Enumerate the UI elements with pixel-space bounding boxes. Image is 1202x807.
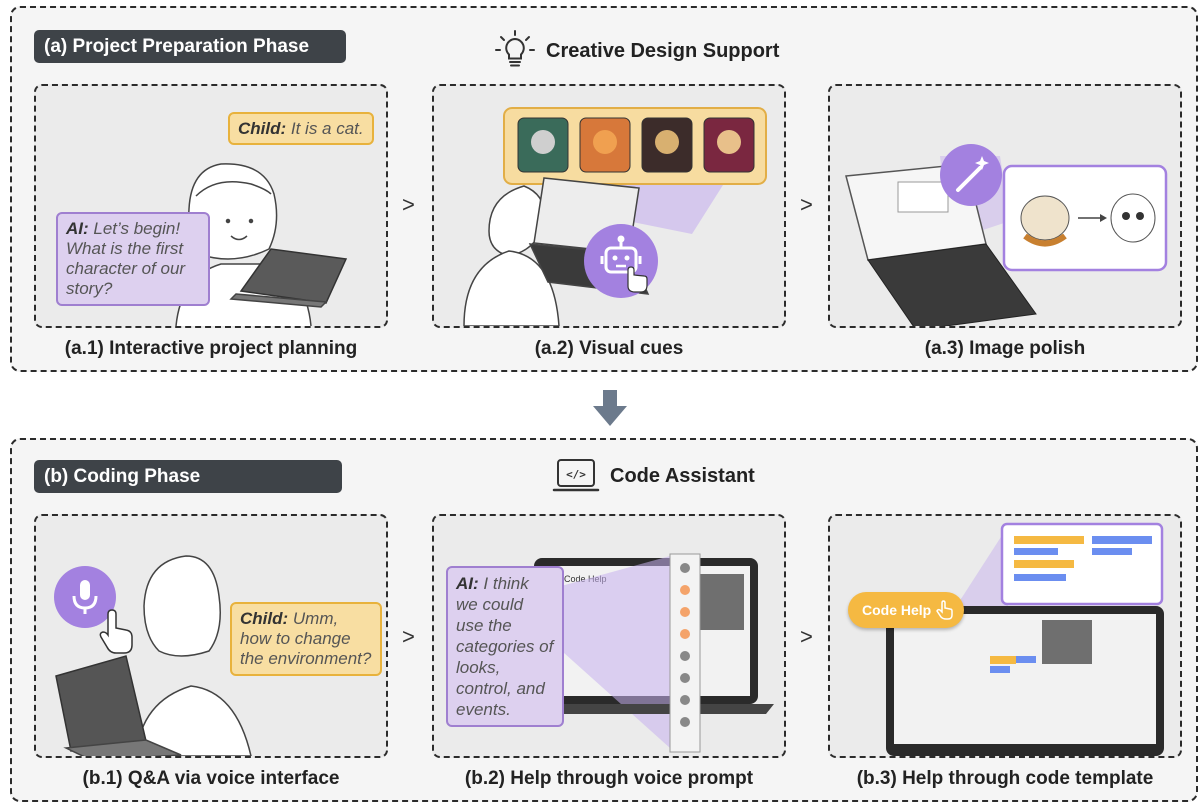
arrow-right-icon: > [402,192,415,217]
caption-a3: (a.3) Image polish [924,338,1086,359]
microphone-icon [54,566,116,628]
project-preparation-phase: (a) Project Preparation Phase Creative D… [10,6,1198,372]
child-voice-illustration [55,555,252,756]
panel-help-code-template: Code Help [828,514,1182,758]
coding-phase: (b) Coding Phase </> Code Assistant [10,438,1198,802]
support-label: Code Assistant [610,464,755,487]
caption-b1: (b.1) Q&A via voice interface [82,768,340,789]
panel-help-voice-prompt: Code Help AI: I think we could use the c… [432,514,786,758]
code-help-button[interactable]: Code Help [848,592,964,628]
arrow-down-icon [593,390,627,426]
ai-text: Let’s begin! What is the first character… [66,219,186,298]
magic-wand-icon [940,144,1002,206]
panel-image-polish [828,84,1182,328]
stage-preview [692,574,744,630]
code-help-label: Code Help [862,602,932,618]
child-label: Child: [240,609,289,628]
caption-a2: (a.2) Visual cues [534,338,684,359]
voice-prompt-overlay [524,553,774,753]
code-assistant-header: </> Code Assistant [552,458,755,494]
tap-hand-icon [936,600,953,620]
caption-b2: (b.2) Help through voice prompt [464,768,754,789]
ai-speech-bubble: AI: I think we could use the categories … [446,566,564,727]
robot-icon [584,224,658,298]
caption-a1: (a.1) Interactive project planning [64,338,358,359]
ai-label: AI: [456,574,479,593]
child-text: It is a cat. [286,119,364,138]
code-template-illustration [886,522,1164,756]
pointing-hand-icon [99,609,133,654]
phase-a-title: (a) Project Preparation Phase [34,30,346,63]
visual-cues-illustration [463,107,767,326]
support-label: Creative Design Support [546,39,780,62]
caption-b3: (b.3) Help through code template [856,768,1154,789]
child-speech-bubble: Child: Umm, how to change the environmen… [230,602,382,676]
arrow-right-icon: > [402,624,415,649]
child-text: Umm, how to change the environment? [240,609,372,668]
image-polish-illustration [845,156,1168,326]
ai-speech-bubble: AI: Let’s begin! What is the first chara… [56,212,210,306]
lightbulb-icon [495,30,535,67]
arrow-right-icon: > [800,624,813,649]
child-label: Child: [238,119,287,138]
svg-text:</>: </> [566,468,586,481]
arrow-right-icon: > [800,192,813,217]
phase-b-title: (b) Coding Phase [34,460,342,493]
creative-design-support-header: Creative Design Support [494,30,779,72]
child-speech-bubble: Child: It is a cat. [228,112,374,145]
panel-interactive-project-planning: Child: It is a cat. AI: Let’s begin! Wha… [34,84,388,328]
ai-text: I think we could use the categories of l… [456,574,554,719]
app-title: Code Help [564,574,607,584]
panel-visual-cues [432,84,786,328]
code-laptop-icon: </> [552,459,600,492]
ai-label: AI: [66,219,89,238]
panel-qa-voice-interface: Child: Umm, how to change the environmen… [34,514,388,758]
